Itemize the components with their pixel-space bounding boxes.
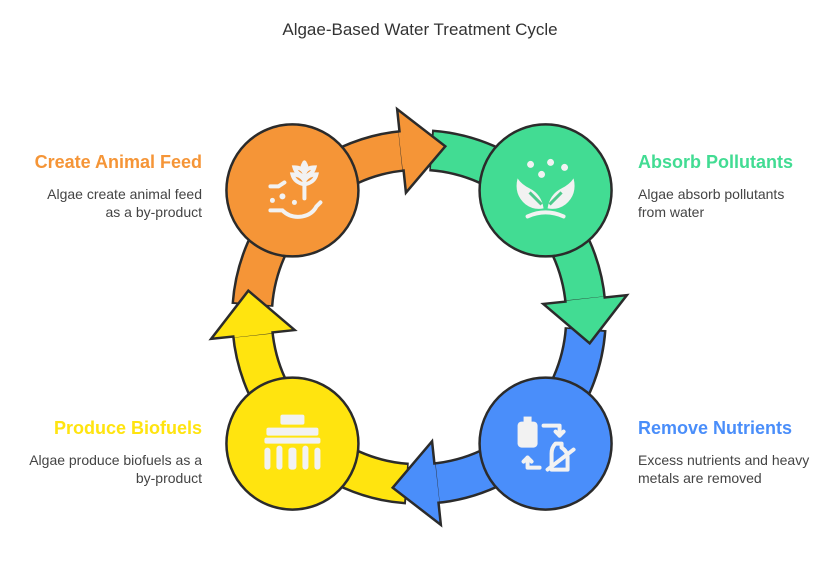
wheat-fish-icon [268,160,323,219]
step-title: Remove Nutrients [638,418,793,438]
step-absorb-pollutants: Absorb Pollutants Algae absorb pollutant… [638,152,838,221]
step-description: Algae produce biofuels as a by-product [29,452,202,486]
orange-step-circle [225,123,360,258]
step-title: Create Animal Feed [34,152,202,172]
diagram-title: Algae-Based Water Treatment Cycle [282,20,558,39]
step-description: Excess nutrients and heavy metals are re… [638,452,810,486]
exchange-containers-icon [517,416,576,472]
blue-step-circle [478,376,613,511]
step-remove-nutrients: Remove Nutrients Excess nutrients and he… [638,418,838,487]
green-step-circle [478,123,613,258]
refinery-icon [264,414,321,470]
step-title: Absorb Pollutants [638,152,794,172]
step-create-animal-feed: Create Animal Feed Algae create animal f… [2,152,202,221]
sprout-icon [516,158,575,219]
step-title: Produce Biofuels [53,418,202,438]
step-description: Algae absorb pollutants from water [638,186,785,220]
step-description: Algae create animal feed as a by-product [47,186,202,220]
step-produce-biofuels: Produce Biofuels Algae produce biofuels … [2,418,202,487]
